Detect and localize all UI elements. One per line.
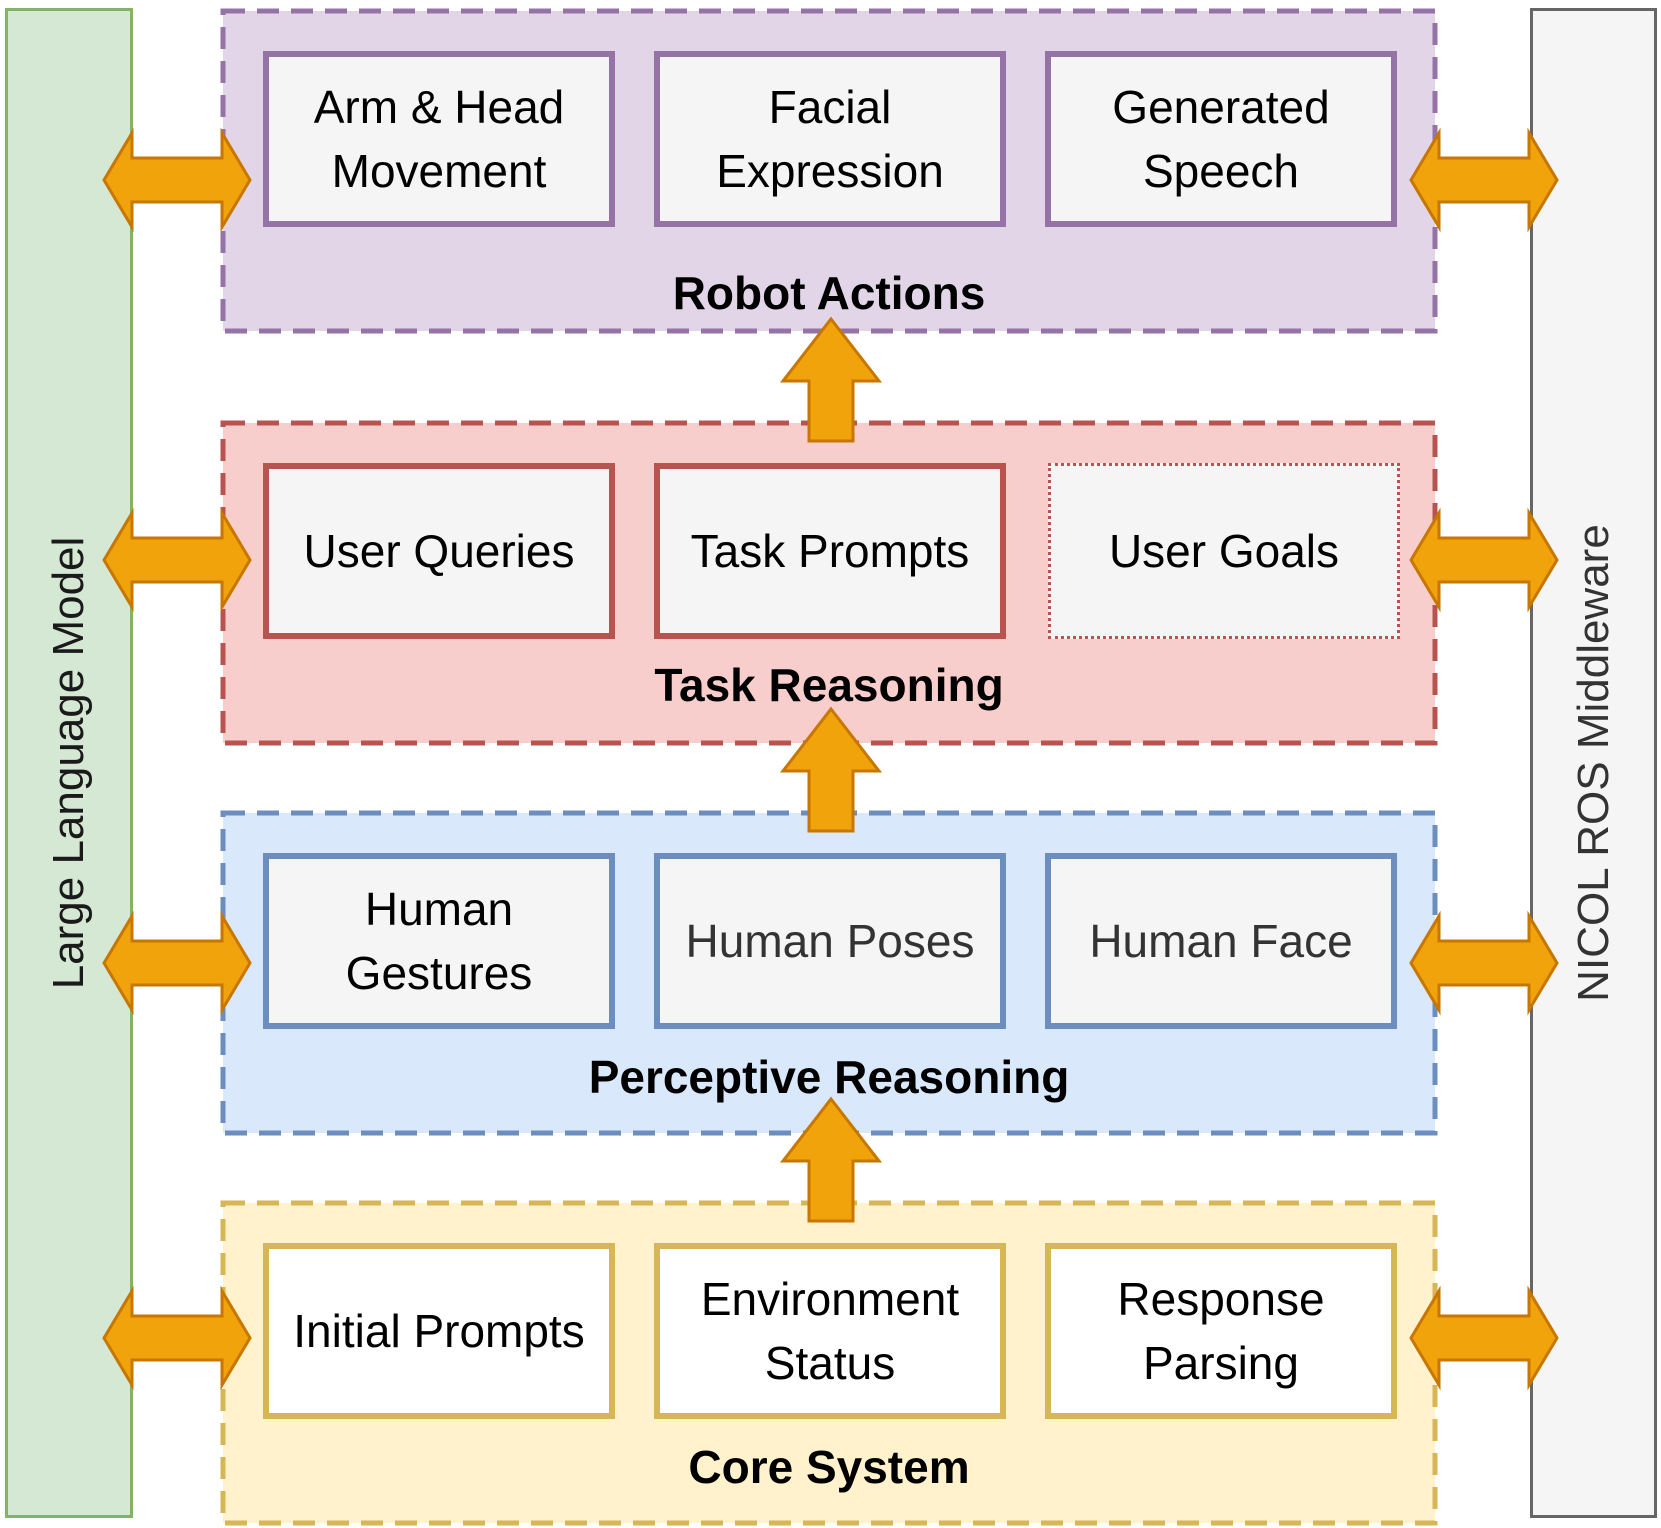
double-arrow-icon	[1409, 910, 1559, 1016]
double-arrow-icon	[102, 1285, 252, 1391]
llm-sidebar: Large Language Model	[5, 8, 133, 1518]
item-task-prompts: Task Prompts	[654, 463, 1006, 639]
layer-core-system: Initial Prompts Environment Status Respo…	[220, 1200, 1438, 1526]
up-arrow-icon	[779, 316, 883, 443]
layer-robot-actions-title: Robot Actions	[672, 267, 986, 319]
layer-task-reasoning-title: Task Reasoning	[654, 659, 1004, 711]
layer-core-system-title: Core System	[688, 1441, 970, 1493]
item-initial-prompts: Initial Prompts	[263, 1243, 615, 1419]
item-environment-status: Environment Status	[654, 1243, 1006, 1419]
llm-sidebar-label: Large Language Model	[44, 536, 93, 990]
layer-perceptive-reasoning: Human Gestures Human Poses Human Face Pe…	[220, 810, 1438, 1136]
item-facial-expression: Facial Expression	[654, 51, 1006, 227]
item-arm-head-movement: Arm & Head Movement	[263, 51, 615, 227]
layer-perceptive-reasoning-title: Perceptive Reasoning	[588, 1051, 1070, 1103]
double-arrow-icon	[102, 910, 252, 1016]
item-human-gestures: Human Gestures	[263, 853, 615, 1029]
ros-middleware-sidebar-label: NICOL ROS Middleware	[1568, 524, 1618, 1002]
item-human-poses: Human Poses	[654, 853, 1006, 1029]
ros-middleware-sidebar: NICOL ROS Middleware	[1530, 8, 1657, 1518]
item-human-face: Human Face	[1045, 853, 1397, 1029]
double-arrow-icon	[102, 127, 252, 233]
double-arrow-icon	[102, 507, 252, 613]
layer-task-reasoning: User Queries Task Prompts User Goals Tas…	[220, 420, 1438, 746]
item-generated-speech: Generated Speech	[1045, 51, 1397, 227]
item-user-queries: User Queries	[263, 463, 615, 639]
double-arrow-icon	[1409, 127, 1559, 233]
double-arrow-icon	[1409, 1285, 1559, 1391]
item-user-goals: User Goals	[1048, 463, 1400, 639]
double-arrow-icon	[1409, 507, 1559, 613]
layer-robot-actions: Arm & Head Movement Facial Expression Ge…	[220, 8, 1438, 334]
item-response-parsing: Response Parsing	[1045, 1243, 1397, 1419]
up-arrow-icon	[779, 706, 883, 833]
up-arrow-icon	[779, 1096, 883, 1223]
